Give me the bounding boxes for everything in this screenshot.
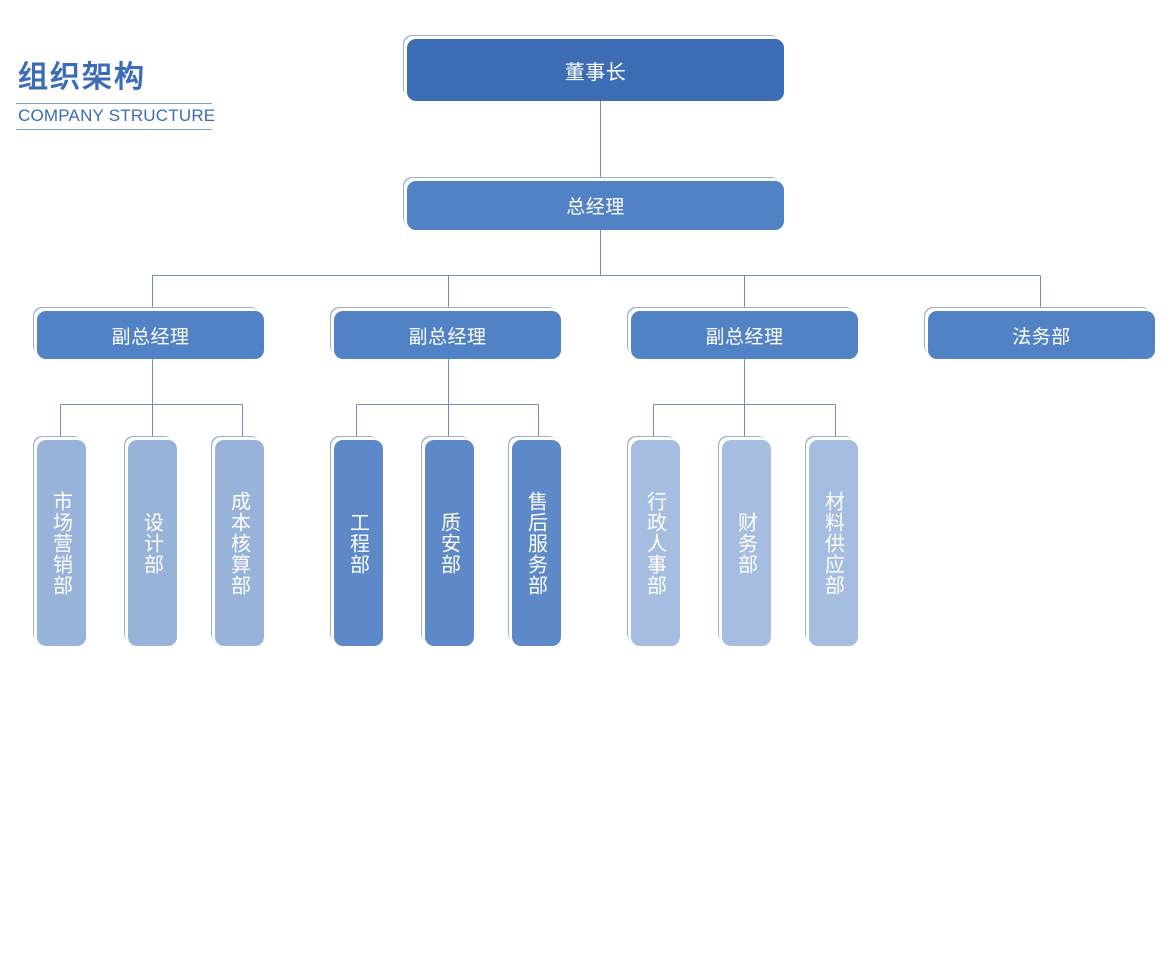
page-subtitle: COMPANY STRUCTURE	[18, 106, 216, 125]
node-finance: 财务部	[722, 440, 771, 646]
node-quality-safety: 质安部	[425, 440, 474, 646]
node-materials-supply: 材料供应部	[809, 440, 858, 646]
node-vp-1: 副总经理	[37, 311, 264, 359]
node-after-sales: 售后服务部	[512, 440, 561, 646]
node-admin-hr: 行政人事部	[631, 440, 680, 646]
header-divider-bottom	[16, 129, 212, 130]
node-vp-3: 副总经理	[631, 311, 858, 359]
node-engineering: 工程部	[334, 440, 383, 646]
node-marketing: 市场营销部	[37, 440, 86, 646]
node-vp-2: 副总经理	[334, 311, 561, 359]
page-title: 组织架构	[18, 60, 146, 95]
node-general-manager: 总经理	[407, 181, 784, 230]
node-chairman: 董事长	[407, 39, 784, 101]
node-design: 设计部	[128, 440, 177, 646]
node-legal: 法务部	[928, 311, 1155, 359]
node-cost-accounting: 成本核算部	[215, 440, 264, 646]
header-divider-top	[16, 103, 212, 104]
